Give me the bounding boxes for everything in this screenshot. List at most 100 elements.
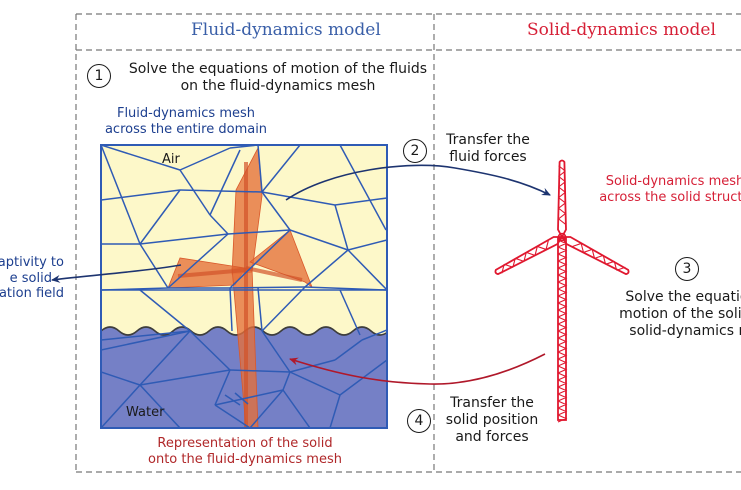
turbine-blade-right	[560, 236, 630, 276]
step-3-text: Solve the equations motion of the solids…	[600, 289, 741, 339]
mesh-edge	[261, 286, 306, 332]
mesh-edge	[224, 394, 241, 406]
mesh-edge	[334, 204, 349, 251]
panel-frames	[75, 13, 741, 473]
step-3-line-1: Solve the equations	[625, 289, 741, 305]
fluid-mesh-label: Fluid-dynamics mesh across the entire do…	[100, 106, 272, 137]
mesh-edge	[101, 145, 181, 171]
mesh-edge	[139, 289, 191, 332]
turbine-blade-top-lattice	[558, 165, 566, 225]
mesh-edge	[257, 145, 263, 193]
mesh-edge	[261, 145, 301, 193]
step-4-text: Transfer the solid position and forces	[437, 395, 547, 445]
mesh-edge	[234, 392, 249, 405]
mesh-edge	[329, 394, 341, 428]
mesh-edge	[261, 191, 291, 231]
step-4-line-1: Transfer the	[450, 395, 534, 411]
mesh-edge	[101, 330, 191, 351]
mesh-edge	[347, 239, 387, 251]
adaptivity-label: aptivity to e solid ration field	[0, 255, 64, 302]
mesh-edge	[257, 287, 263, 332]
mesh-edge	[361, 329, 387, 341]
mesh-edge	[139, 243, 169, 289]
wind-turbine-solid-mesh	[494, 159, 630, 423]
mesh-edge	[209, 149, 241, 216]
tower-lattice	[557, 239, 568, 423]
mesh-edge	[139, 189, 181, 245]
mesh-edge	[101, 371, 141, 386]
fluid-model-title: Fluid-dynamics model	[191, 20, 381, 40]
mesh-edge	[179, 169, 211, 216]
turbine-blade-top	[557, 159, 567, 239]
mesh-edge	[339, 145, 387, 231]
step-1-badge: 1	[87, 64, 111, 88]
mesh-edge	[289, 371, 341, 396]
turbine-tower	[557, 237, 568, 423]
mesh-edge	[139, 330, 191, 386]
mesh-edge	[304, 249, 349, 288]
step-1-line-1: Solve the equations of motion of the flu…	[128, 61, 428, 77]
step-4-line-3: and forces	[455, 428, 529, 445]
solid-model-title: Solid-dynamics model	[527, 20, 716, 40]
water-label: Water	[126, 405, 165, 420]
step-1-line-2: on the fluid-dynamics mesh	[180, 77, 376, 94]
representation-label-line-2: onto the fluid-dynamics mesh	[148, 451, 342, 467]
mesh-edge	[282, 371, 291, 391]
fluid-mesh-label-line-2: across the entire domain	[104, 121, 268, 137]
turbine-blade-right-lattice	[572, 242, 626, 271]
mesh-edge	[334, 339, 363, 361]
fluid-mesh	[101, 145, 387, 428]
mesh-edge	[214, 404, 251, 428]
mesh-edge	[229, 287, 233, 332]
arrow-adaptivity	[51, 264, 182, 283]
mesh-edge	[261, 191, 336, 206]
adaptivity-label-line-1: aptivity to	[0, 255, 64, 270]
mesh-edge	[229, 369, 291, 373]
mesh-edge	[289, 229, 349, 251]
turbine-blade-right-outline	[560, 236, 630, 276]
step-2-line-1: Transfer the	[446, 132, 530, 148]
turbine-hub	[557, 232, 567, 242]
step-4-badge: 4	[407, 409, 431, 433]
mesh-edge	[249, 389, 284, 428]
representation-label: Representation of the solid onto the flu…	[140, 436, 350, 467]
turbine-blade-left	[494, 236, 564, 276]
step-4-line-2: solid position	[445, 411, 539, 428]
solid-mesh-label-line-2: across the solid structu	[599, 189, 741, 205]
mesh-edge	[189, 330, 231, 371]
mesh-edge	[101, 145, 141, 245]
step-2-line-2: fluid forces	[449, 148, 527, 165]
mesh-edge	[101, 189, 181, 201]
mesh-edge	[209, 214, 229, 235]
step-3-line-3: solid-dynamics me	[629, 322, 741, 339]
mesh-edge	[214, 389, 284, 406]
mesh-edge	[167, 233, 229, 289]
fluid-domain-border	[100, 144, 388, 429]
adaptivity-label-line-2: e solid	[9, 270, 52, 286]
fluid-domain	[101, 145, 387, 428]
turbine-blade-left-lattice	[501, 240, 549, 274]
mesh-edge	[101, 330, 191, 341]
solid-mesh-label: Solid-dynamics mesh across the solid str…	[595, 174, 741, 205]
arrow-solid-position	[289, 353, 546, 385]
fluid-mesh-label-line-1: Fluid-dynamics mesh	[116, 106, 256, 121]
solid-core	[177, 162, 303, 428]
step-3-badge: 3	[675, 257, 699, 281]
solid-mesh-label-line-1: Solid-dynamics mesh	[605, 174, 741, 189]
mesh-edge	[282, 389, 311, 428]
mesh-edge	[339, 289, 361, 336]
turbine-blade-top-outline	[557, 159, 567, 239]
air-label: Air	[162, 152, 180, 167]
mesh-edge	[227, 229, 291, 235]
mesh-edge	[229, 286, 306, 289]
turbine-blade-left-outline	[494, 236, 564, 276]
mesh-edge	[179, 147, 231, 171]
mesh-edge	[261, 330, 291, 373]
mesh-edge	[334, 197, 387, 206]
mesh-edge	[139, 369, 231, 386]
mesh-edge	[229, 229, 291, 289]
step-2-badge: 2	[403, 139, 427, 163]
